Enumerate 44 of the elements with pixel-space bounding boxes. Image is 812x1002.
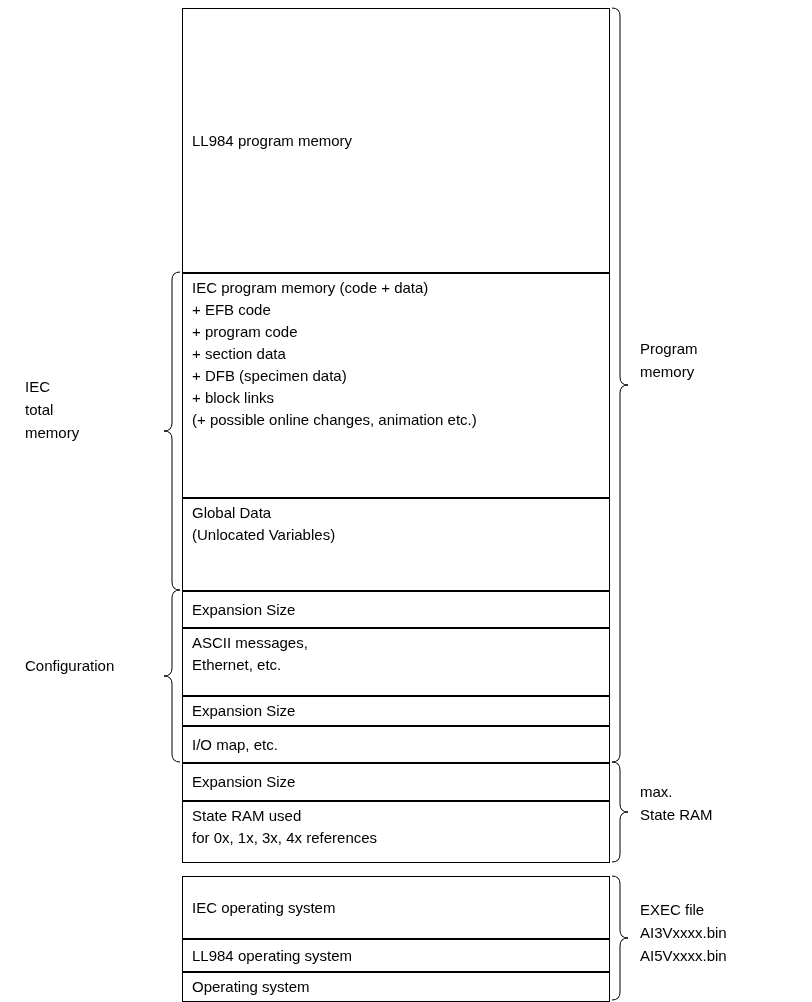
block-text: for 0x, 1x, 3x, 4x references: [192, 828, 378, 848]
memory-block: [182, 8, 610, 274]
block-text: + EFB code: [192, 300, 271, 320]
block-text: Global Data: [192, 503, 272, 523]
block-text: Ethernet, etc.: [192, 655, 282, 675]
block-text: LL984 program memory: [192, 131, 353, 151]
bracket-label: EXEC file: [640, 900, 705, 920]
block-text: + section data: [192, 344, 286, 364]
bracket-label: max.: [640, 782, 673, 802]
block-text: LL984 operating system: [192, 945, 353, 966]
block-text: IEC operating system: [192, 898, 336, 918]
bracket-label: IEC: [25, 377, 50, 397]
block-text: IEC program memory (code + data): [192, 278, 429, 298]
memory-block: [182, 800, 610, 863]
block-text: + block links: [192, 388, 275, 408]
bracket-label: AI3Vxxxx.bin: [640, 923, 727, 943]
block-text: Expansion Size: [192, 772, 296, 792]
block-text: Expansion Size: [192, 599, 296, 620]
bracket-label: memory: [640, 362, 695, 382]
block-text: + program code: [192, 322, 298, 342]
block-text: + DFB (specimen data): [192, 366, 347, 386]
memory-block: [182, 627, 610, 697]
memory-block: [182, 876, 610, 940]
block-text: I/O map, etc.: [192, 734, 278, 755]
block-text: (Unlocated Variables): [192, 525, 336, 545]
memory-block: [182, 971, 610, 1002]
memory-block: [182, 695, 610, 727]
block-text: Expansion Size: [192, 701, 296, 721]
memory-block: [182, 590, 610, 629]
memory-block: [182, 725, 610, 764]
bracket-label: Program: [640, 339, 698, 359]
memory-block: [182, 497, 610, 592]
memory-block: [182, 938, 610, 973]
bracket-label: Configuration: [25, 656, 115, 676]
bracket-label: AI5Vxxxx.bin: [640, 946, 727, 966]
bracket-label: State RAM: [640, 805, 713, 825]
block-text: Operating system: [192, 976, 310, 997]
memory-block: [182, 762, 610, 802]
bracket-label: total: [25, 400, 54, 420]
memory-block: [182, 272, 610, 499]
bracket-label: memory: [25, 423, 80, 443]
block-text: State RAM used: [192, 806, 302, 826]
block-text: (+ possible online changes, animation etc.): [192, 410, 477, 430]
block-text: ASCII messages,: [192, 633, 308, 653]
